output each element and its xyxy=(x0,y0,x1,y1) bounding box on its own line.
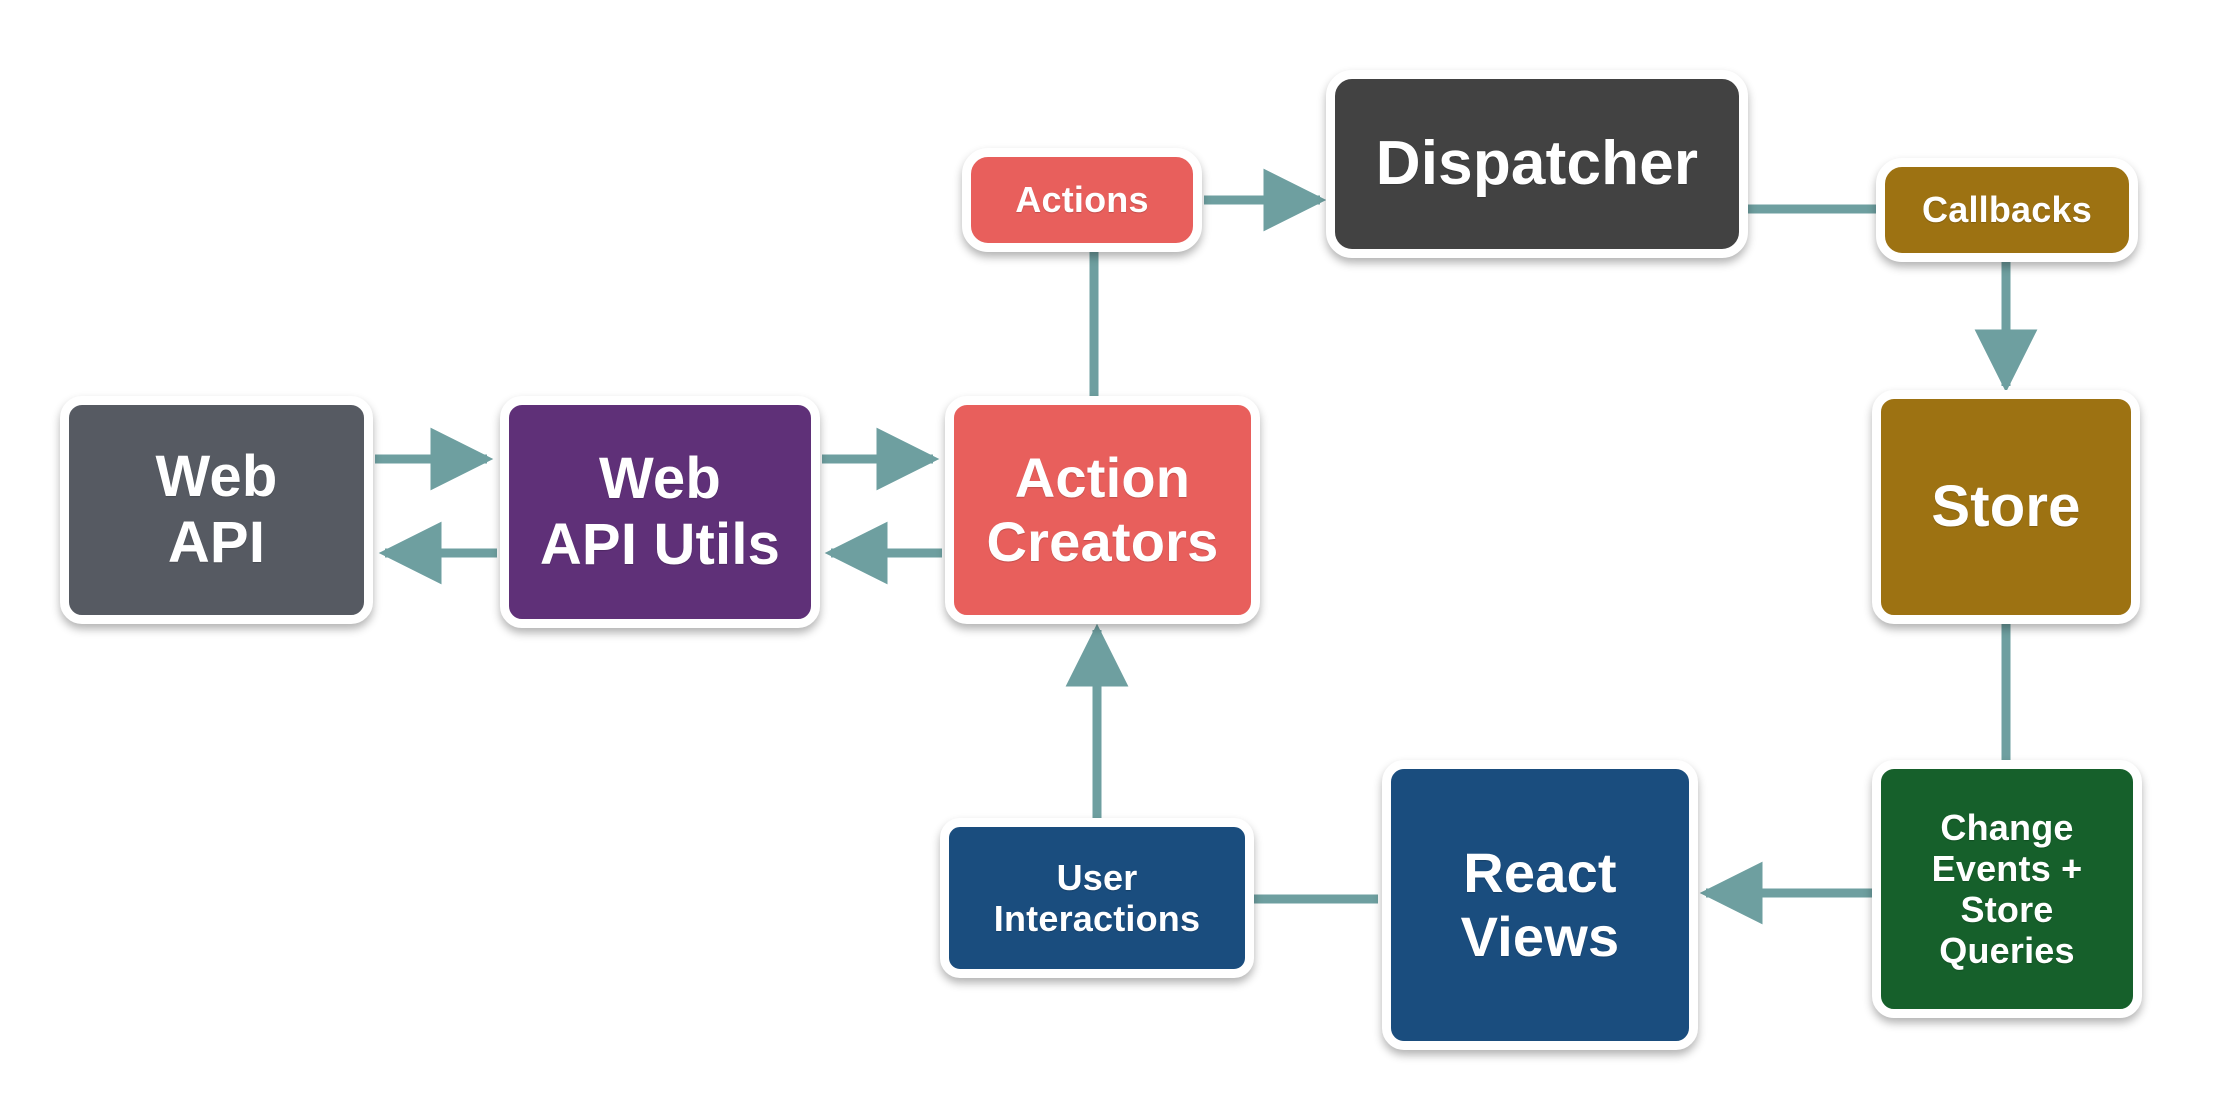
node-dispatcher[interactable]: Dispatcher xyxy=(1326,70,1748,258)
node-dispatcher-label: Dispatcher xyxy=(1375,128,1699,198)
node-actions-label: Actions xyxy=(1015,179,1149,221)
node-user-interactions[interactable]: User Interactions xyxy=(940,818,1254,978)
node-callbacks[interactable]: Callbacks xyxy=(1876,158,2138,262)
node-store-label: Store xyxy=(1931,473,2081,539)
node-web-api[interactable]: Web API xyxy=(60,396,373,624)
node-change-events-label: Change Events + Store Queries xyxy=(1931,806,2083,972)
node-callbacks-label: Callbacks xyxy=(1922,189,2092,231)
node-web-api-utils-label: Web API Utils xyxy=(539,445,781,577)
node-actions[interactable]: Actions xyxy=(962,148,1202,252)
node-user-interactions-label: User Interactions xyxy=(993,856,1201,939)
node-react-views[interactable]: React Views xyxy=(1382,760,1698,1050)
node-change-events[interactable]: Change Events + Store Queries xyxy=(1872,760,2142,1018)
node-store[interactable]: Store xyxy=(1872,390,2140,624)
node-action-creators[interactable]: Action Creators xyxy=(945,396,1260,624)
node-web-api-label: Web API xyxy=(155,443,278,575)
node-react-views-label: React Views xyxy=(1460,841,1620,968)
node-action-creators-label: Action Creators xyxy=(986,446,1219,573)
node-web-api-utils[interactable]: Web API Utils xyxy=(500,396,820,628)
